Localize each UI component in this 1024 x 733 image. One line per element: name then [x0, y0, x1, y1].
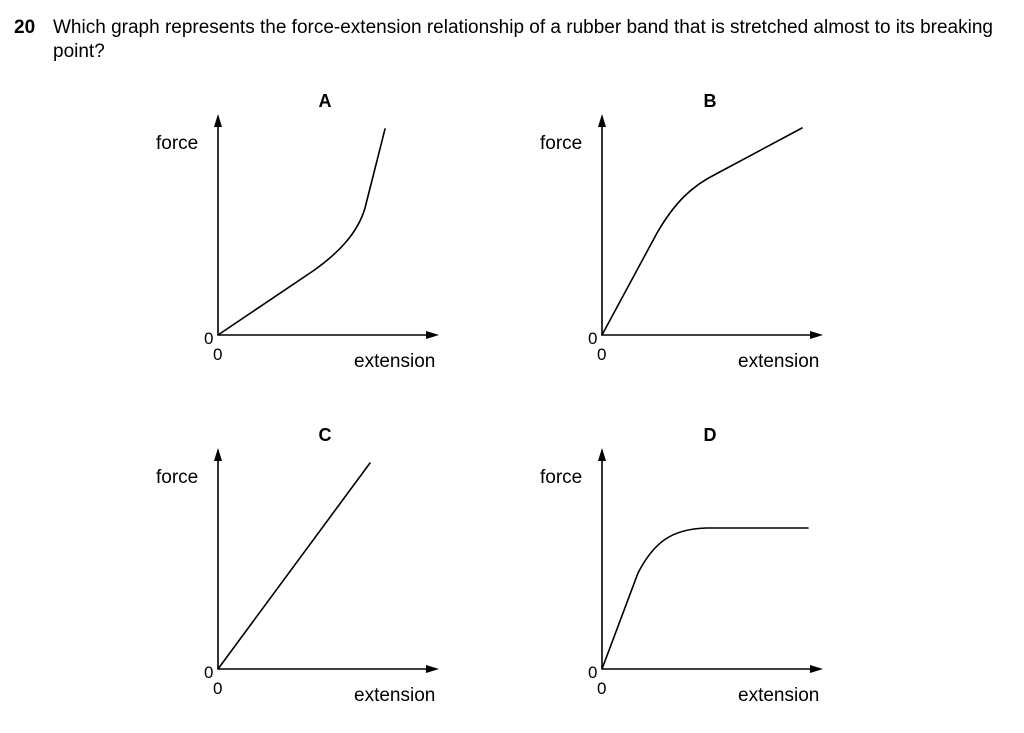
graph-a-curve	[217, 128, 386, 336]
graph-a: A force 0 0 extension	[156, 91, 439, 372]
graph-b-extension-arrow	[810, 331, 823, 339]
graph-c-letter: C	[319, 425, 332, 445]
graph-d-letter: D	[704, 425, 717, 445]
graph-d-origin-y: 0	[588, 663, 597, 682]
graph-a-origin-y: 0	[204, 329, 213, 348]
question-number: 20	[14, 17, 36, 38]
graph-c: C force 0 0 extension	[156, 425, 439, 706]
question: 20 Which graph represents the force-exte…	[14, 16, 1004, 64]
graph-d-force-arrow	[598, 448, 606, 461]
graph-c-force-label: force	[156, 467, 198, 488]
graph-c-origin-x: 0	[213, 679, 222, 698]
graph-a-extension-label: extension	[354, 351, 435, 372]
graph-a-force-arrow	[214, 114, 222, 127]
graph-b-origin-x: 0	[597, 345, 606, 364]
graph-a-letter: A	[319, 91, 332, 111]
graph-b: B force 0 0 extension	[540, 91, 823, 372]
graph-b-curve	[601, 127, 803, 336]
graph-b-force-label: force	[540, 133, 582, 154]
graph-c-extension-arrow	[426, 665, 439, 673]
graph-b-letter: B	[704, 91, 717, 111]
graph-c-extension-label: extension	[354, 685, 435, 706]
graph-b-extension-label: extension	[738, 351, 819, 372]
graph-d-curve	[601, 527, 809, 670]
graph-d-extension-label: extension	[738, 685, 819, 706]
question-text: Which graph represents the force-extensi…	[53, 17, 993, 62]
graph-a-origin-x: 0	[213, 345, 222, 364]
graph-a-force-label: force	[156, 133, 198, 154]
graph-d-force-label: force	[540, 467, 582, 488]
graph-c-force-arrow	[214, 448, 222, 461]
graph-a-extension-arrow	[426, 331, 439, 339]
graph-d: D force 0 0 extension	[540, 425, 823, 706]
graph-c-origin-y: 0	[204, 663, 213, 682]
graph-b-force-arrow	[598, 114, 606, 127]
graph-c-curve	[217, 462, 371, 670]
graph-b-origin-y: 0	[588, 329, 597, 348]
graph-d-origin-x: 0	[597, 679, 606, 698]
graph-d-extension-arrow	[810, 665, 823, 673]
